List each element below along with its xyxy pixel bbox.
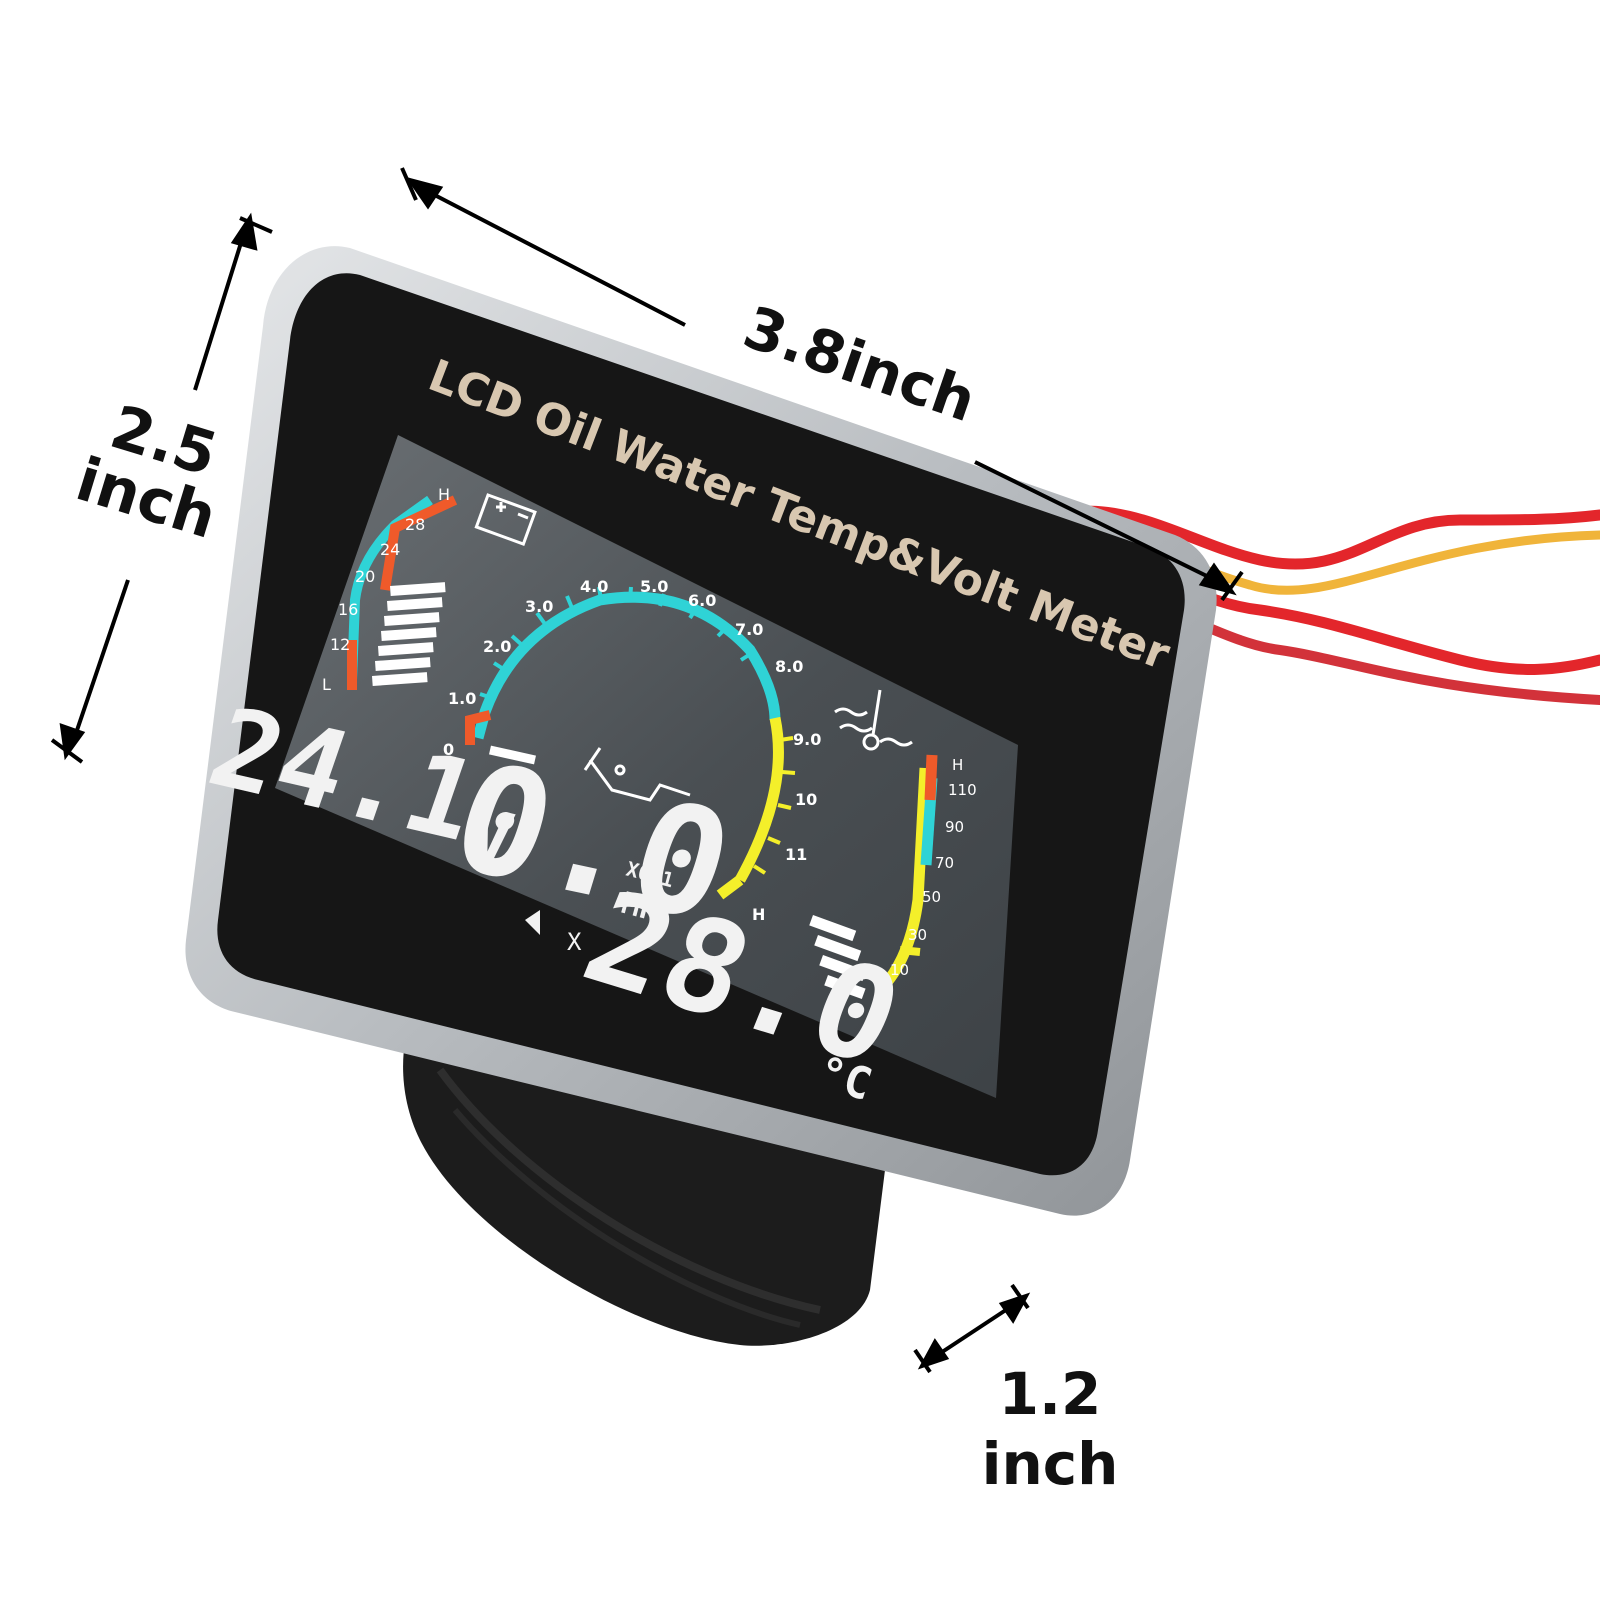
temp-scale-H: H [952,756,963,774]
temp-scale-50: 50 [922,888,941,906]
depth-dimension-label: 1.2 inch [975,1365,1125,1493]
volt-scale-24: 24 [380,540,400,559]
oil-pressure-needle [489,745,536,765]
coolant-temp-icon [834,689,913,751]
depth-dimension-unit: inch [981,1430,1119,1498]
dimension-arrows [50,167,1244,1374]
temp-scale-10: 10 [890,961,909,979]
oil-scale-8: 8.0 [775,657,803,676]
voltage-gauge: L 12 16 20 24 28 H [322,485,537,694]
volt-scale-H: H [438,485,450,504]
temp-scale-70: 70 [935,854,954,872]
oil-scale-7: 7.0 [735,620,763,639]
volt-scale-16: 16 [338,600,358,619]
water-temp-gauge: L 10 30 50 70 90 110 H [809,689,977,1016]
oil-scale-9: 9.0 [793,730,821,749]
volt-scale-20: 20 [355,567,375,586]
alarm-mute-indicator: X [567,928,582,956]
oil-scale-10: 10 [795,790,817,809]
volt-scale-28: 28 [405,515,425,534]
oil-scale-11: 11 [785,845,807,864]
oil-can-icon [583,747,691,802]
volt-scale-12: 12 [330,635,350,654]
volt-scale-L: L [322,675,331,694]
temp-scale-30: 30 [908,926,927,944]
temp-scale-110: 110 [948,781,977,799]
oil-scale-3: 3.0 [525,597,553,616]
temp-scale-L: L [880,998,889,1016]
alarm-speaker-icon [525,910,540,935]
oil-pressure-gauge: 0 1.0 2.0 3.0 4.0 5.0 6.0 7.0 8.0 9.0 10… [443,577,821,924]
oil-scale-H: H [752,905,765,924]
oil-scale-1: 1.0 [448,689,476,708]
oil-scale-4: 4.0 [580,577,608,596]
depth-dimension-value: 1.2 [998,1360,1102,1428]
oil-scale-5: 5.0 [640,577,668,596]
oil-scale-2: 2.0 [483,637,511,656]
temp-scale-90: 90 [945,818,964,836]
oil-scale-6: 6.0 [688,591,716,610]
battery-icon [474,493,537,546]
mount-stand [403,1000,890,1346]
oil-scale-0: 0 [443,740,454,759]
